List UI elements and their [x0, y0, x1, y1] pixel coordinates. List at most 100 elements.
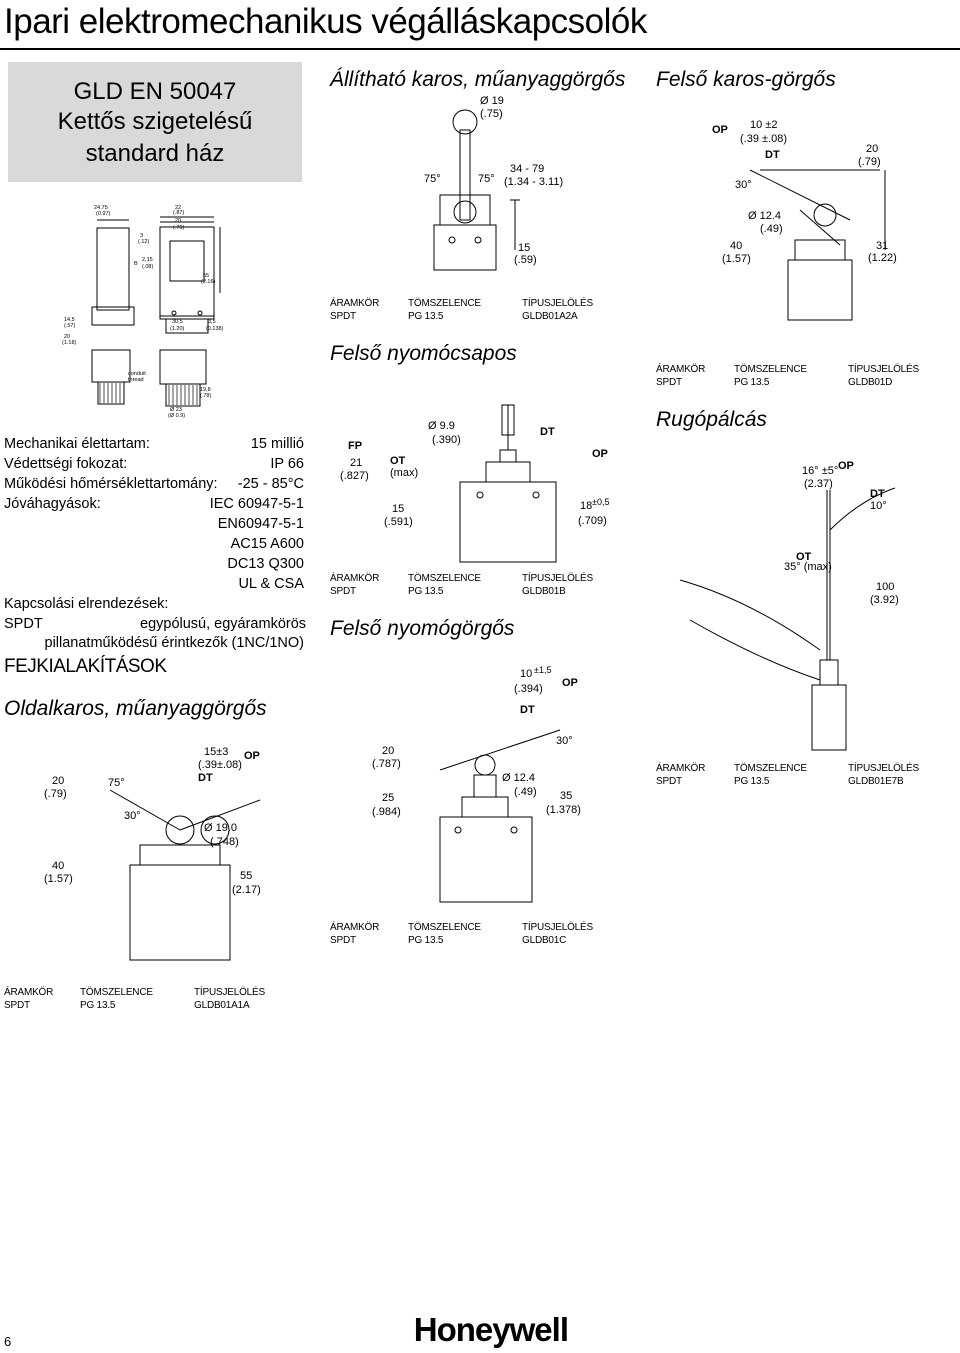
dim-1-18: (1.18): [62, 340, 77, 346]
dim-a1a-15: 15±3: [204, 746, 229, 758]
dim-b-0591: (.591): [384, 516, 413, 528]
dim-a1a-d19: Ø 19.0: [204, 822, 238, 834]
dim-a2a-75-left: 75°: [424, 173, 441, 185]
dim-c-25: 25: [382, 792, 395, 804]
dim-b-fp: FP: [348, 440, 363, 452]
hdr-type: TÍPUSJELÖLÉS: [522, 298, 593, 309]
table-gldb01c: ÁRAMKÖR TÖMSZELENCE TÍPUSJELÖLÉS SPDT PG…: [330, 921, 630, 951]
dim-e7b-op: OP: [838, 460, 854, 472]
dim-d-049: (.49): [760, 223, 783, 235]
dim-c-0787: (.787): [372, 758, 401, 770]
val-circuit: SPDT: [656, 377, 682, 388]
dim-a1a-dt: DT: [198, 772, 213, 784]
dim-a1a-157: (1.57): [44, 873, 73, 885]
hdr-circuit: ÁRAMKÖR: [656, 763, 706, 774]
hdr-type: TÍPUSJELÖLÉS: [522, 573, 593, 584]
spec-list: Mechanikai élettartam: 15 millió Védetts…: [4, 436, 306, 651]
dim-0-12: (.12): [138, 239, 150, 245]
dim-a1a-20: 20: [52, 775, 65, 787]
dim-a2a-15: 15: [518, 242, 531, 254]
dim-a2a-075: (.75): [480, 108, 503, 120]
dim-c-30: 30°: [556, 735, 573, 747]
spec-value-life: 15 millió: [250, 436, 304, 452]
contacts-desc-2: pillanatműködésű érintkezők (1NC/1NO): [44, 635, 305, 651]
dim-a1a-079: (.79): [44, 788, 67, 800]
table-gldb01a1a: ÁRAMKÖR TÖMSZELENCE TÍPUSJELÖLÉS SPDT PG…: [4, 986, 304, 1016]
dim-a1a-039: (.39±.08): [198, 759, 242, 771]
spec-value-ul-csa: UL & CSA: [238, 576, 304, 592]
dim-e7b-16: 16° ±5°: [802, 465, 839, 477]
dim-0-78: (.78): [200, 393, 212, 399]
section-title-gldb01e7b: Rugópálcás: [656, 408, 767, 431]
hdr-circuit: ÁRAMKÖR: [330, 298, 380, 309]
dim-a1a-op: OP: [244, 750, 260, 762]
dim-a2a-75-right: 75°: [478, 173, 495, 185]
dim-a1a-40: 40: [52, 860, 65, 872]
dim-20: 20: [175, 218, 182, 224]
dim-d-40: 40: [730, 240, 743, 252]
dim-d-10-2: 10 ±2: [750, 119, 778, 131]
dim-d-dt: DT: [765, 149, 780, 161]
dim-a1a-217: (2.17): [232, 884, 261, 896]
hdr-gland: TÖMSZELENCE: [80, 987, 153, 998]
spec-value-temp: -25 - 85°C: [237, 476, 304, 492]
dim-b-18: 18: [580, 500, 593, 512]
dim-d-157: (1.57): [722, 253, 751, 265]
spec-value-dc13: DC13 Q300: [227, 556, 304, 572]
hdr-gland: TÖMSZELENCE: [408, 922, 481, 933]
val-type: GLDB01A2A: [522, 311, 578, 322]
dim-d-op: OP: [712, 124, 728, 136]
spec-value-ip: IP 66: [270, 456, 304, 472]
drawing-gldb01b: [459, 404, 557, 563]
hdr-type: TÍPUSJELÖLÉS: [522, 922, 593, 933]
standard-line-3: standard ház: [85, 140, 225, 167]
val-circuit: SPDT: [330, 586, 356, 597]
table-gldb01b: ÁRAMKÖR TÖMSZELENCE TÍPUSJELÖLÉS SPDT PG…: [330, 572, 630, 602]
dim-d-31: 31: [876, 240, 889, 252]
val-gland: PG 13.5: [734, 776, 770, 787]
val-type: GLDB01C: [522, 935, 567, 946]
dim-0-79: (.79): [173, 225, 185, 231]
table-gldb01e7b: ÁRAMKÖR TÖMSZELENCE TÍPUSJELÖLÉS SPDT PG…: [656, 762, 956, 792]
table-gldb01d: ÁRAMKÖR TÖMSZELENCE TÍPUSJELÖLÉS SPDT PG…: [656, 363, 956, 393]
spec-label-temp: Működési hőmérséklettartomány:: [4, 476, 218, 492]
dim-0-57: (.57): [64, 323, 76, 329]
val-type: GLDB01B: [522, 586, 566, 597]
dim-e7b-35max: 35° (max): [784, 561, 832, 573]
title-rule: [0, 48, 960, 50]
dim-b-dt: DT: [540, 426, 555, 438]
dim-b-ot: OT: [390, 455, 406, 467]
dim-c-0394: (.394): [514, 683, 543, 695]
contacts-label: Kapcsolási elrendezések:: [4, 596, 169, 612]
honeywell-logo: Honeywell: [413, 1311, 569, 1348]
dim-e7b-392: (3.92): [870, 594, 899, 606]
dim-e7b-ot: OT: [796, 551, 812, 563]
dim-e7b-dt: DT: [870, 488, 885, 500]
hdr-type: TÍPUSJELÖLÉS: [848, 763, 919, 774]
standard-line-2: Kettős szigetelésű: [57, 108, 253, 135]
val-type: GLDB01E7B: [848, 776, 904, 787]
dim-c-tol: ±1,5: [534, 665, 552, 675]
dim-b-0827: (.827): [340, 470, 369, 482]
dim-d-30: 30°: [735, 179, 752, 191]
spec-value-ac15: AC15 A600: [230, 536, 304, 552]
dim-19-8: 19,8: [200, 387, 211, 393]
dim-a2a-d19: Ø 19: [480, 95, 504, 107]
dim-14-5: 14,5: [64, 317, 75, 323]
dim-b-15: 15: [392, 503, 405, 515]
val-circuit: SPDT: [656, 776, 682, 787]
spec-label-life: Mechanikai élettartam:: [4, 436, 150, 452]
dim-a2a-059: (.59): [514, 254, 537, 266]
drawing-gldb01e7b: [679, 487, 896, 751]
dim-0-97: (0.97): [96, 211, 111, 217]
val-type: GLDB01A1A: [194, 1000, 250, 1011]
dim-b-21: 21: [350, 457, 363, 469]
dim-0-87: (.87): [173, 210, 185, 216]
val-gland: PG 13.5: [408, 935, 444, 946]
hdr-gland: TÖMSZELENCE: [408, 573, 481, 584]
val-type: GLDB01D: [848, 377, 893, 388]
dim-c-35: 35: [560, 790, 573, 802]
hdr-circuit: ÁRAMKÖR: [330, 922, 380, 933]
standard-line-1: GLD EN 50047: [73, 78, 237, 105]
dim-24-75: 24,75: [94, 205, 108, 211]
